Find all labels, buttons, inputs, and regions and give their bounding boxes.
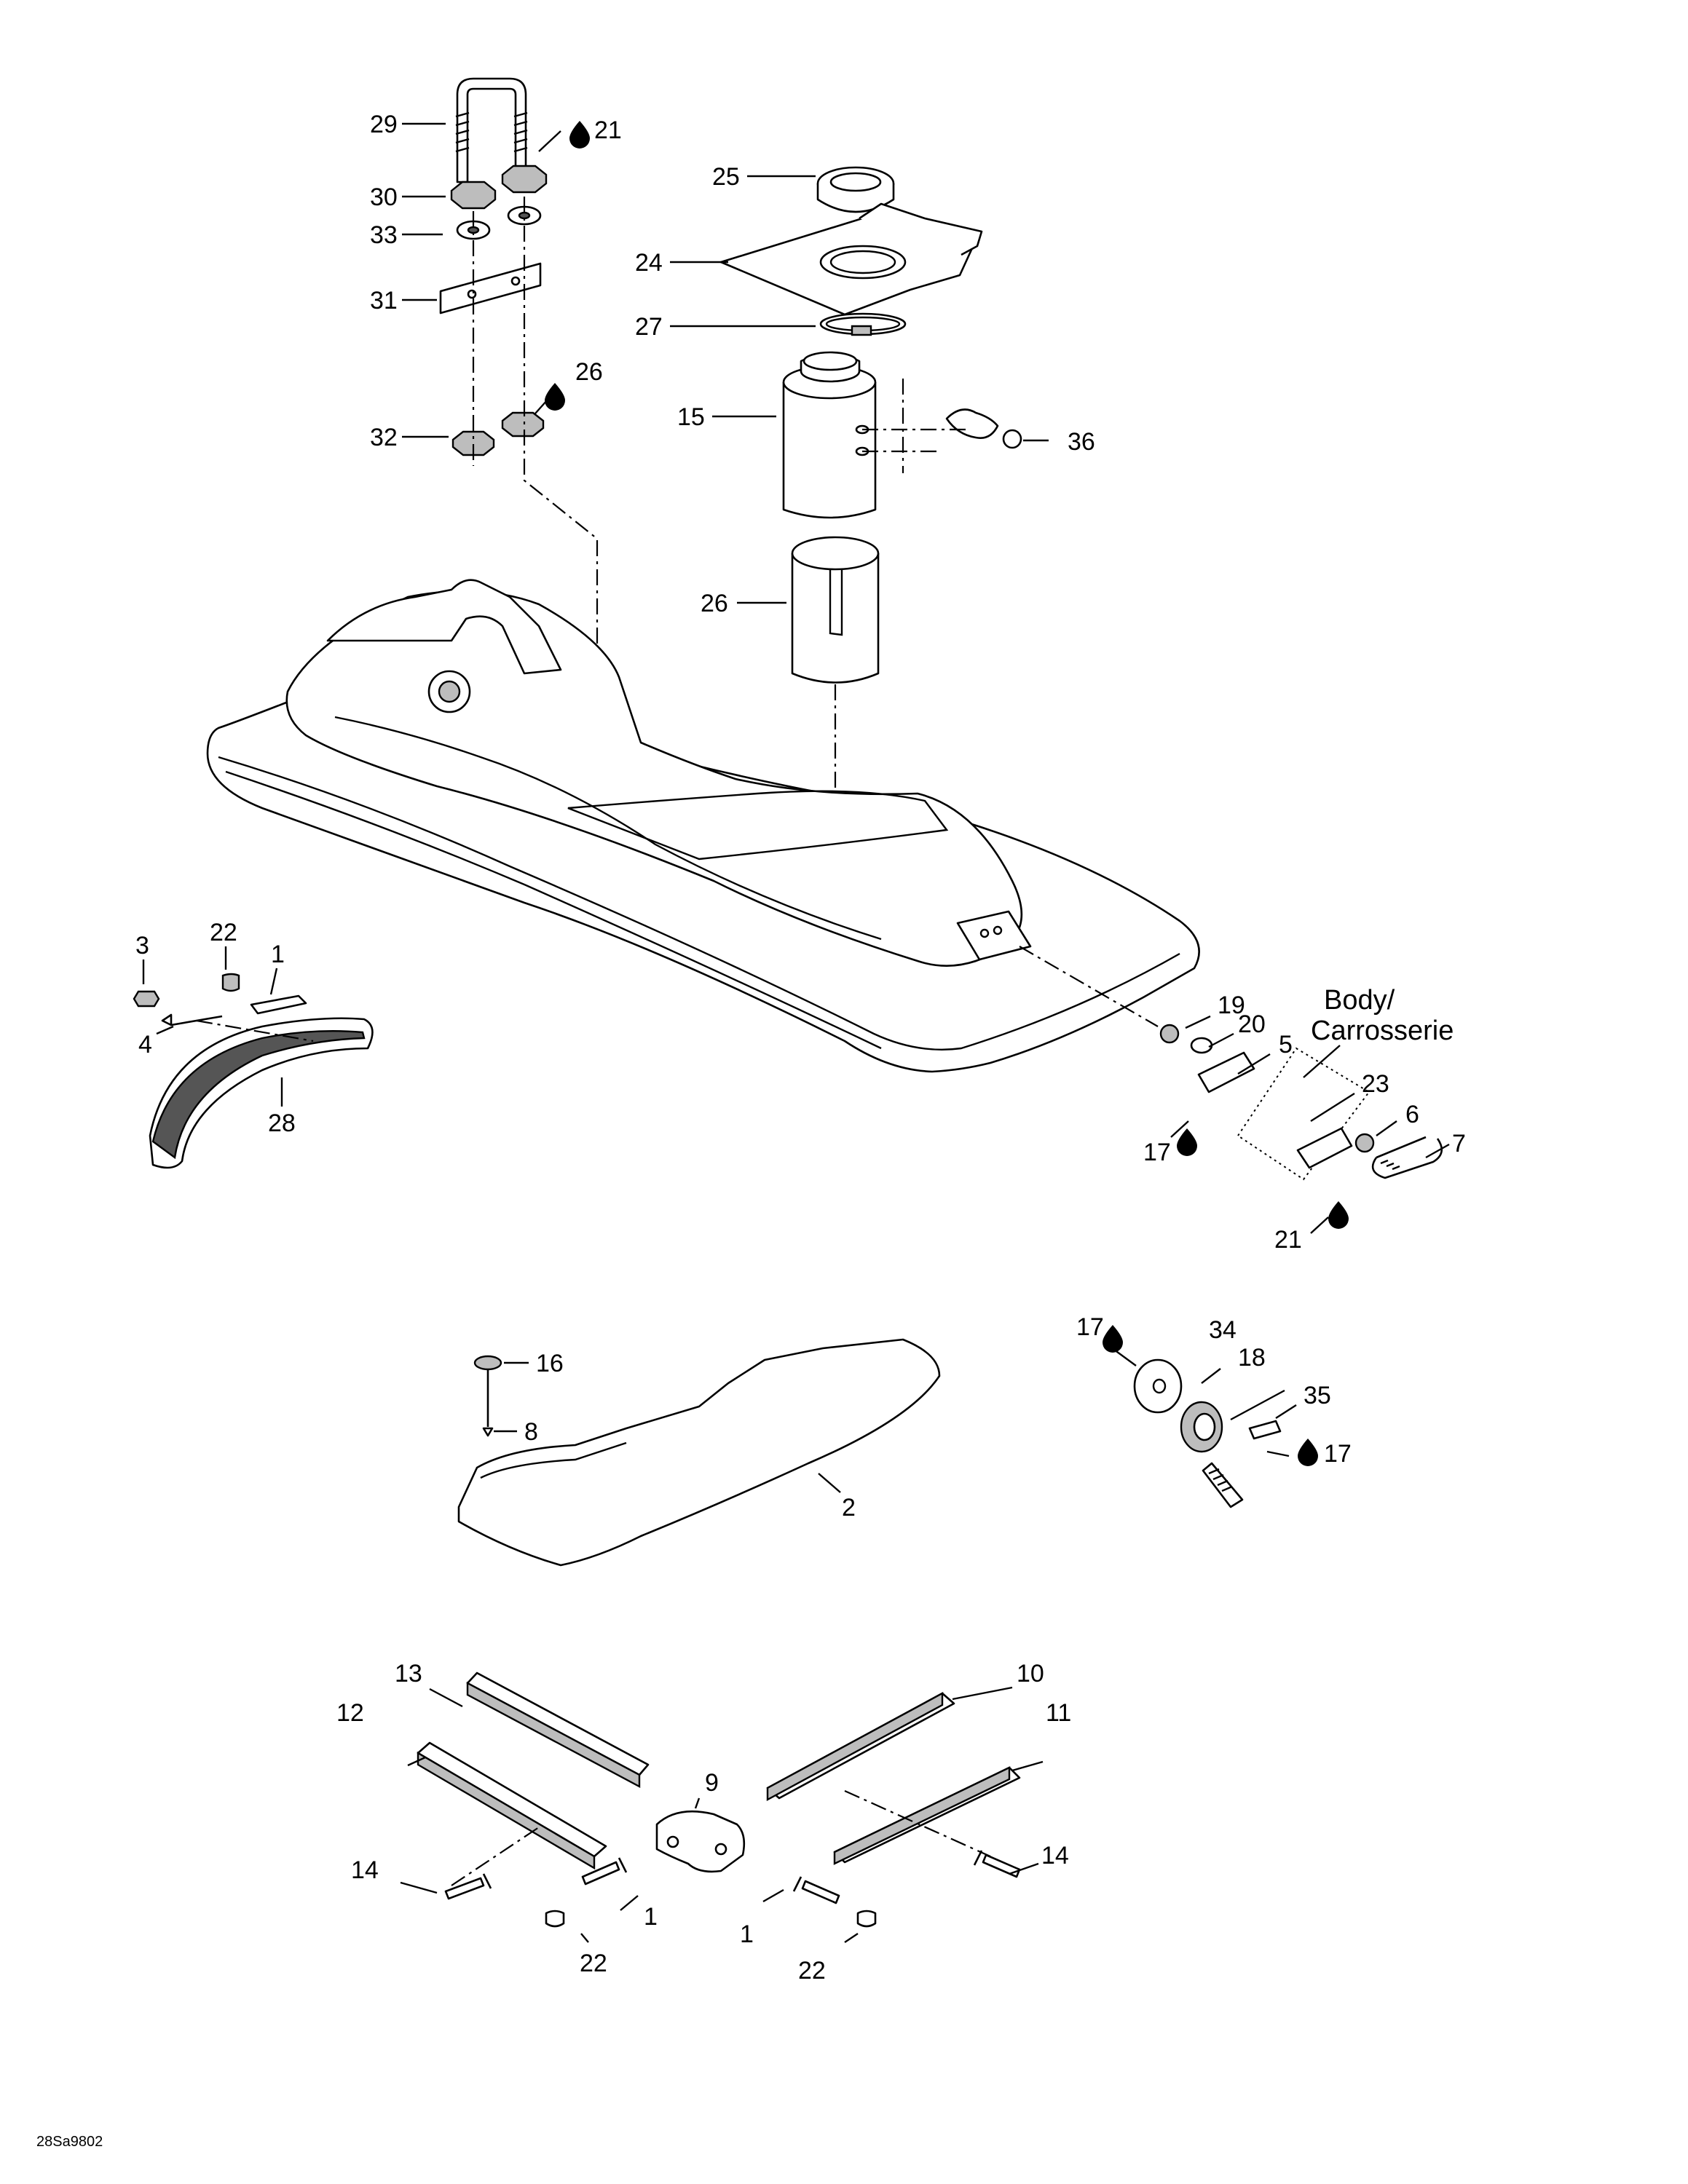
sealant-drop-icon [1177, 1128, 1197, 1156]
callout-labels: 29 21 30 33 31 26 32 25 24 27 15 36 26 3… [36, 111, 1466, 2150]
sealant-drop-icon [545, 383, 565, 411]
callout-6: 6 [1405, 1101, 1419, 1128]
drain-plug-assembly [1133, 1358, 1282, 1508]
callout-7: 7 [1452, 1130, 1466, 1158]
body-label-line2: Carrosserie [1311, 1016, 1454, 1046]
callout-20: 20 [1238, 1010, 1266, 1038]
callout-35: 35 [1304, 1382, 1331, 1409]
callout-14-left: 14 [351, 1856, 379, 1884]
callout-10: 10 [1017, 1660, 1044, 1688]
callout-17: 17 [1143, 1139, 1171, 1166]
callout-34: 34 [1209, 1316, 1237, 1344]
callout-2: 2 [842, 1494, 856, 1522]
callout-15: 15 [677, 403, 705, 431]
callout-16: 16 [536, 1350, 564, 1377]
callout-30: 30 [370, 183, 398, 211]
callout-12: 12 [336, 1699, 364, 1727]
callout-4: 4 [138, 1031, 152, 1059]
drawing-code: 28Sa9802 [36, 2134, 103, 2150]
callout-33: 33 [370, 221, 398, 249]
callout-26: 26 [575, 358, 603, 386]
callout-5: 5 [1279, 1031, 1293, 1059]
callout-31: 31 [370, 287, 398, 314]
callout-8: 8 [524, 1418, 538, 1446]
callout-22-left: 22 [580, 1950, 607, 1977]
storage-bin-assembly [719, 166, 1022, 815]
sealant-drop-icon [1328, 1201, 1349, 1229]
hull-plate [457, 1338, 941, 1567]
rub-rail-assembly [417, 1671, 1021, 1928]
sealant-drop-icon [1103, 1325, 1123, 1353]
callout-22-right: 22 [798, 1957, 826, 1985]
callout-17-plug-bottom: 17 [1324, 1440, 1352, 1468]
callout-36: 36 [1068, 428, 1095, 456]
callout-28: 28 [268, 1109, 296, 1137]
callout-24: 24 [635, 249, 663, 277]
callout-25: 25 [712, 163, 740, 191]
grab-handle-assembly [133, 973, 374, 1169]
callout-leaders [142, 122, 1450, 1943]
sealant-drop-icon [1298, 1439, 1318, 1466]
callout-11: 11 [1046, 1699, 1071, 1727]
callout-26-sleeve: 26 [701, 590, 728, 617]
callout-14-right: 14 [1041, 1842, 1069, 1870]
u-bolt-assembly [439, 77, 599, 699]
callout-22: 22 [210, 919, 237, 946]
callout-18: 18 [1238, 1344, 1266, 1372]
callout-21: 21 [594, 116, 622, 144]
callout-19: 19 [1218, 992, 1245, 1019]
callout-17-plug-top: 17 [1076, 1313, 1104, 1341]
bow-eye-assembly [1159, 1024, 1443, 1181]
callout-27: 27 [635, 313, 663, 341]
body-label-line1: Body/ [1324, 985, 1395, 1016]
callout-13: 13 [395, 1660, 422, 1688]
callout-32: 32 [370, 424, 398, 451]
callout-23: 23 [1362, 1070, 1389, 1098]
callout-1-left: 1 [644, 1903, 658, 1931]
watercraft-body [206, 579, 1200, 1073]
callout-1: 1 [271, 941, 285, 968]
sealant-drop-icon [569, 121, 590, 149]
callout-9: 9 [705, 1769, 719, 1797]
callout-1-right: 1 [740, 1920, 754, 1948]
callout-3: 3 [135, 932, 149, 960]
callout-29: 29 [370, 111, 398, 138]
callout-21-bottom: 21 [1274, 1226, 1302, 1254]
